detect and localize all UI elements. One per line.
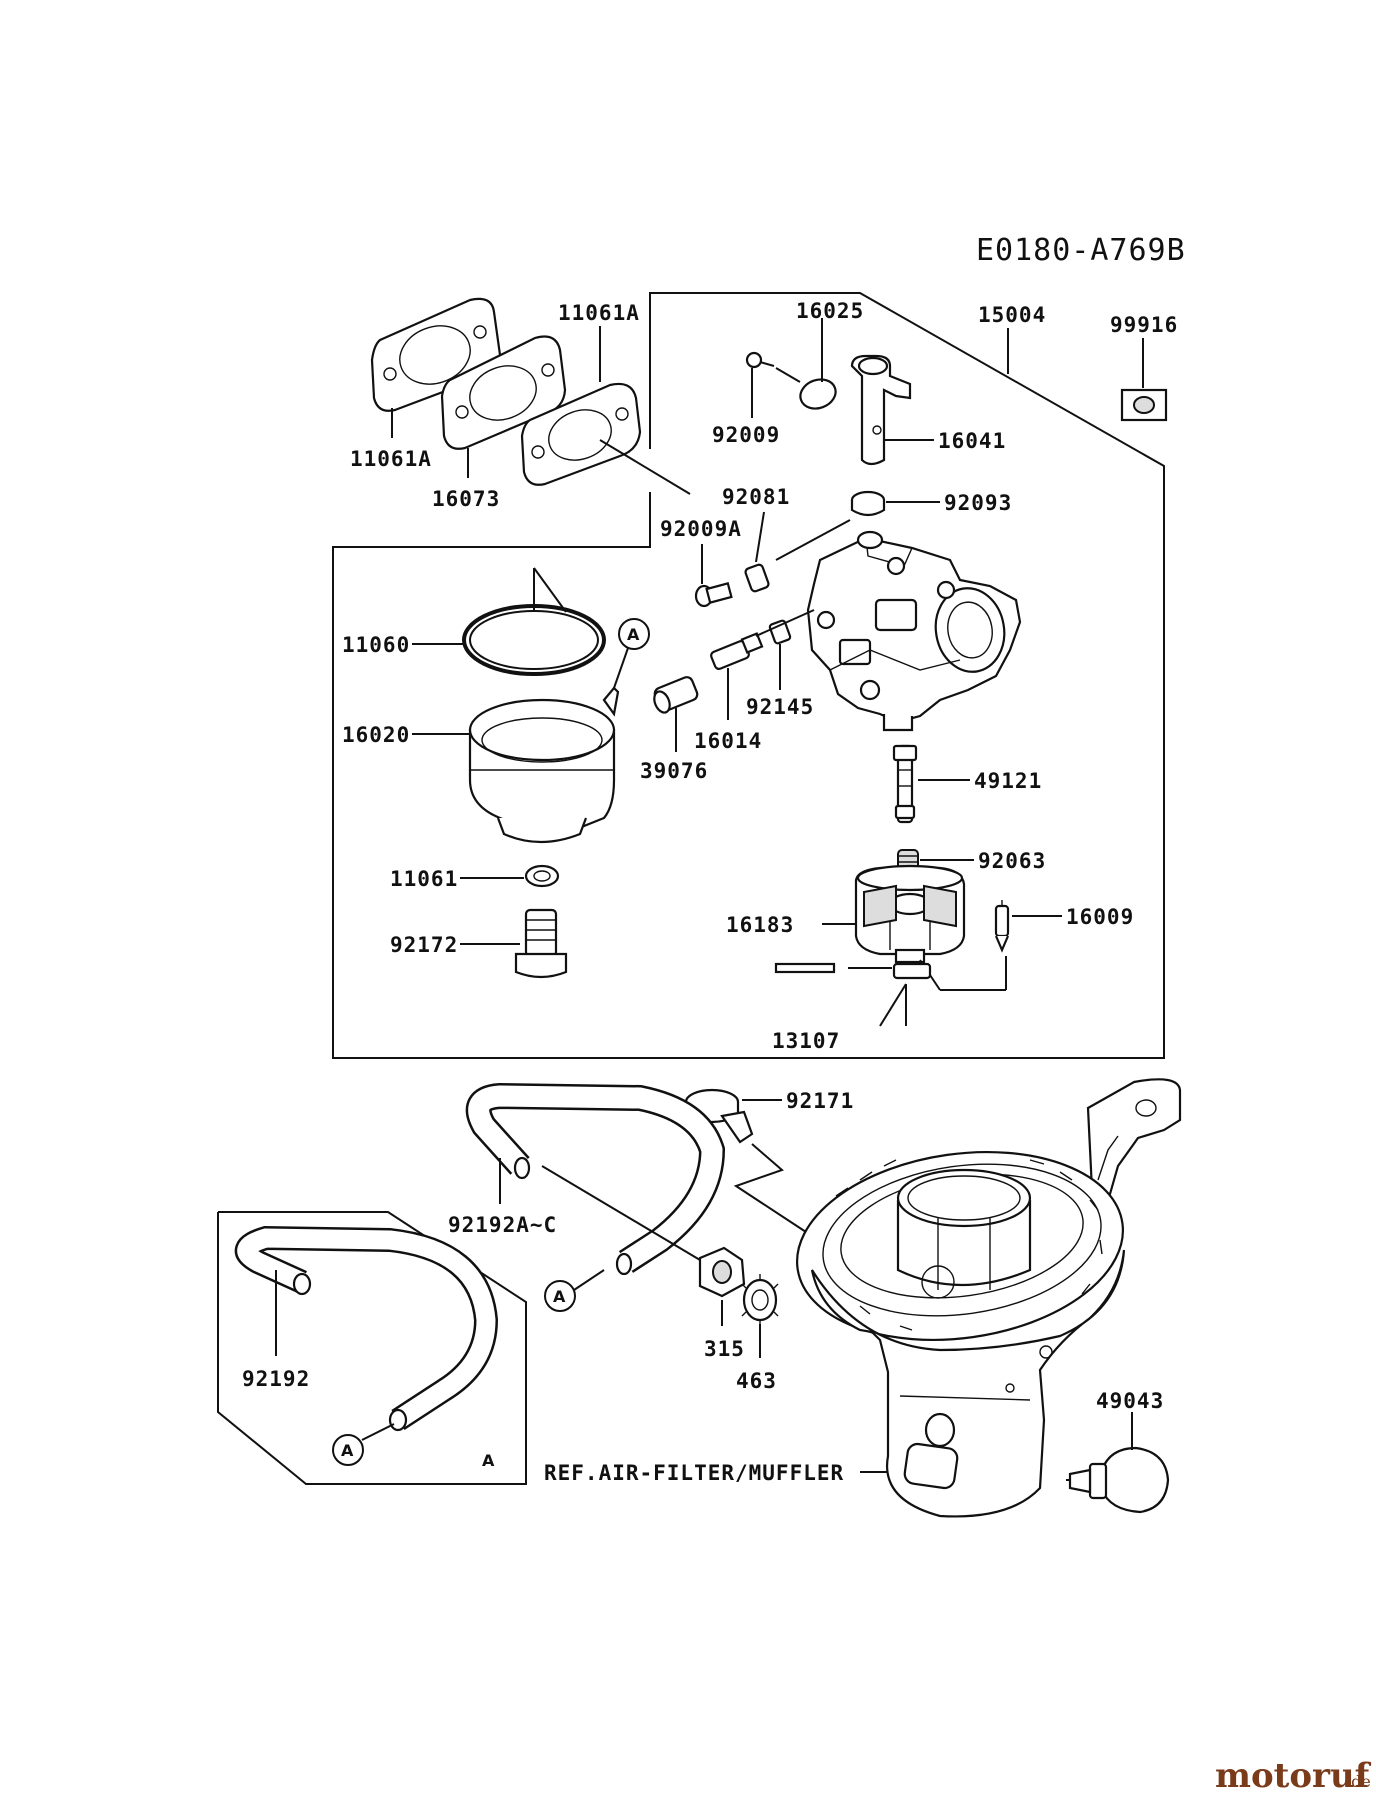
jet-kit-99916 bbox=[1120, 388, 1168, 422]
screw-92009 bbox=[745, 351, 775, 369]
label-92081: 92081 bbox=[722, 485, 790, 509]
label-16025: 16025 bbox=[796, 299, 864, 323]
nozzle-49121 bbox=[892, 744, 918, 824]
air-filter-base bbox=[795, 1078, 1182, 1518]
label-15004: 15004 bbox=[978, 303, 1046, 327]
label-92093: 92093 bbox=[944, 491, 1012, 515]
watermark-logo: motoruf .de bbox=[1215, 1756, 1372, 1796]
inset-A-frame bbox=[217, 1211, 527, 1485]
washer-11061 bbox=[524, 864, 560, 888]
inset-label-A: A bbox=[482, 1451, 495, 1470]
label-49121: 49121 bbox=[974, 769, 1042, 793]
label-16073: 16073 bbox=[432, 487, 500, 511]
label-92172: 92172 bbox=[390, 933, 458, 957]
label-315: 315 bbox=[704, 1337, 745, 1361]
label-11061: 11061 bbox=[390, 867, 458, 891]
label-13107: 13107 bbox=[772, 1029, 840, 1053]
carburetor-body-15004 bbox=[806, 530, 1022, 732]
fuel-hose-92192 bbox=[234, 1225, 499, 1432]
seal-92093 bbox=[850, 490, 886, 517]
label-ref-air-filter-muffler: REF.AIR-FILTER/MUFFLER bbox=[544, 1461, 844, 1485]
lock-washer-463 bbox=[741, 1274, 779, 1326]
label-11061A-left: 11061A bbox=[350, 447, 432, 471]
label-463: 463 bbox=[736, 1369, 777, 1393]
callout-A-top: A bbox=[618, 618, 650, 650]
spring-92081 bbox=[744, 563, 770, 593]
primer-bulb-49043 bbox=[1066, 1446, 1170, 1514]
choke-plate-16025 bbox=[799, 378, 837, 410]
svg-text:A: A bbox=[341, 1441, 354, 1460]
label-16020: 16020 bbox=[342, 723, 410, 747]
float-pin-13107 bbox=[774, 962, 932, 980]
svg-text:motoruf: motoruf bbox=[1215, 1756, 1372, 1796]
needle-16014 bbox=[710, 632, 764, 670]
svg-text:A: A bbox=[627, 625, 640, 644]
label-16009: 16009 bbox=[1066, 905, 1134, 929]
label-49043: 49043 bbox=[1096, 1389, 1164, 1413]
label-16183: 16183 bbox=[726, 913, 794, 937]
label-16014: 16014 bbox=[694, 729, 762, 753]
spring-92145 bbox=[768, 619, 792, 645]
callout-A-inset: A bbox=[332, 1434, 364, 1466]
float-bowl-16020 bbox=[468, 686, 620, 844]
nut-315 bbox=[698, 1246, 746, 1298]
diagram-code: E0180-A769B bbox=[976, 233, 1186, 268]
label-11060: 11060 bbox=[342, 633, 410, 657]
label-92192A-C: 92192A~C bbox=[448, 1213, 557, 1237]
label-16041: 16041 bbox=[938, 429, 1006, 453]
choke-shaft-16041 bbox=[850, 354, 912, 466]
label-92192: 92192 bbox=[242, 1367, 310, 1391]
carburetor-group-frame bbox=[332, 292, 1165, 1059]
callout-A-middle: A bbox=[544, 1280, 576, 1312]
label-39076: 39076 bbox=[640, 759, 708, 783]
label-92009: 92009 bbox=[712, 423, 780, 447]
holder-39076 bbox=[653, 676, 699, 714]
svg-text:A: A bbox=[553, 1287, 566, 1306]
fuel-hose-92192A bbox=[465, 1082, 726, 1276]
float-valve-16009 bbox=[994, 900, 1010, 953]
label-92063: 92063 bbox=[978, 849, 1046, 873]
label-92145: 92145 bbox=[746, 695, 814, 719]
label-92171: 92171 bbox=[786, 1089, 854, 1113]
bolt-92172 bbox=[514, 908, 568, 979]
label-11061A-top: 11061A bbox=[558, 301, 640, 325]
float-16183 bbox=[854, 864, 966, 964]
gasket-11061A-right bbox=[520, 382, 642, 486]
svg-text:.de: .de bbox=[1346, 1772, 1371, 1791]
screw-92009A bbox=[694, 582, 733, 608]
label-92009A: 92009A bbox=[660, 517, 742, 541]
label-99916: 99916 bbox=[1110, 313, 1178, 337]
oring-11060 bbox=[462, 604, 606, 676]
